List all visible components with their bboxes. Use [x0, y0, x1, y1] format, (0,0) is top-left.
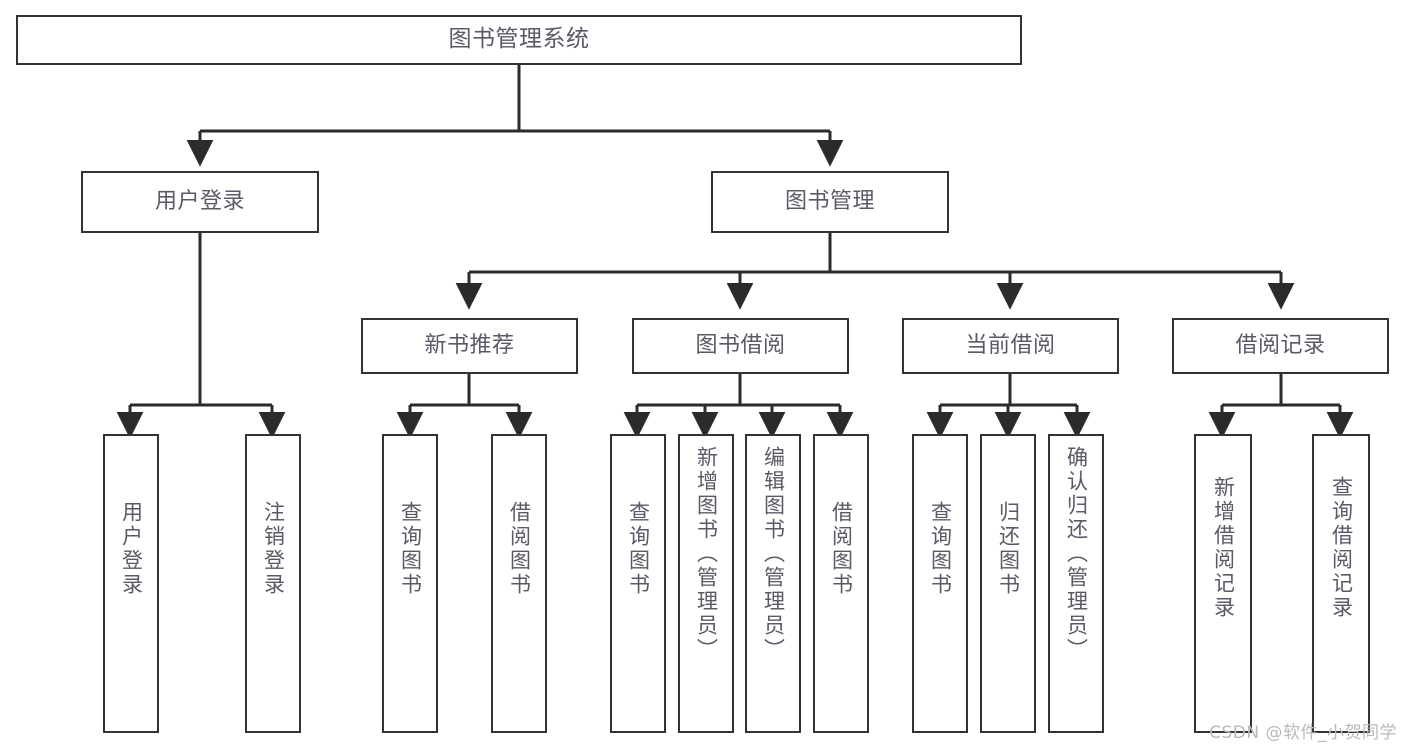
leaf-confirm-return-label: 确认归还（管理员） — [1064, 446, 1089, 662]
node-current-borrow[interactable]: 当前借阅 — [902, 318, 1119, 374]
leaf-confirm-return[interactable]: 确认归还（管理员） — [1048, 434, 1104, 733]
leaf-edit-book-label: 编辑图书（管理员） — [761, 446, 786, 662]
leaf-add-record-label: 新增借阅记录 — [1211, 476, 1236, 620]
node-borrow-record[interactable]: 借阅记录 — [1172, 318, 1389, 374]
leaf-borrow-book-1-label: 借阅图书 — [507, 501, 532, 597]
leaf-borrow-book-1[interactable]: 借阅图书 — [491, 434, 547, 733]
leaf-query-book-2-label: 查询图书 — [626, 501, 651, 597]
leaf-borrow-book-2-label: 借阅图书 — [829, 501, 854, 597]
leaf-query-book-3-label: 查询图书 — [928, 501, 953, 597]
node-new-book-rec-label: 新书推荐 — [424, 333, 515, 359]
leaf-query-book-3[interactable]: 查询图书 — [912, 434, 968, 733]
node-user-login[interactable]: 用户登录 — [81, 171, 319, 233]
node-current-borrow-label: 当前借阅 — [965, 333, 1056, 359]
csdn-watermark: CSDN @软件_小贺同学 — [1209, 723, 1397, 743]
leaf-user-logout-label: 注销登录 — [261, 501, 286, 597]
leaf-add-book[interactable]: 新增图书（管理员） — [678, 434, 734, 733]
node-book-manage-label: 图书管理 — [784, 189, 875, 215]
leaf-add-book-label: 新增图书（管理员） — [694, 446, 719, 662]
node-borrow-record-label: 借阅记录 — [1235, 333, 1326, 359]
leaf-query-record[interactable]: 查询借阅记录 — [1312, 434, 1370, 733]
leaf-return-book-label: 归还图书 — [996, 501, 1021, 597]
node-user-login-label: 用户登录 — [154, 189, 245, 215]
leaf-query-book-2[interactable]: 查询图书 — [610, 434, 666, 733]
leaf-edit-book[interactable]: 编辑图书（管理员） — [745, 434, 801, 733]
node-book-manage[interactable]: 图书管理 — [711, 171, 949, 233]
leaf-return-book[interactable]: 归还图书 — [980, 434, 1036, 733]
node-new-book-rec[interactable]: 新书推荐 — [361, 318, 578, 374]
node-root-label: 图书管理系统 — [448, 26, 590, 53]
leaf-borrow-book-2[interactable]: 借阅图书 — [813, 434, 869, 733]
leaf-user-logout[interactable]: 注销登录 — [245, 434, 301, 733]
leaf-add-record[interactable]: 新增借阅记录 — [1194, 434, 1252, 733]
node-book-borrow-label: 图书借阅 — [695, 333, 786, 359]
node-book-borrow[interactable]: 图书借阅 — [632, 318, 849, 374]
leaf-query-book-1[interactable]: 查询图书 — [382, 434, 438, 733]
node-root[interactable]: 图书管理系统 — [16, 15, 1022, 65]
leaf-user-login-label: 用户登录 — [119, 501, 144, 597]
leaf-user-login[interactable]: 用户登录 — [103, 434, 159, 733]
leaf-query-book-1-label: 查询图书 — [398, 501, 423, 597]
leaf-query-record-label: 查询借阅记录 — [1329, 476, 1354, 620]
